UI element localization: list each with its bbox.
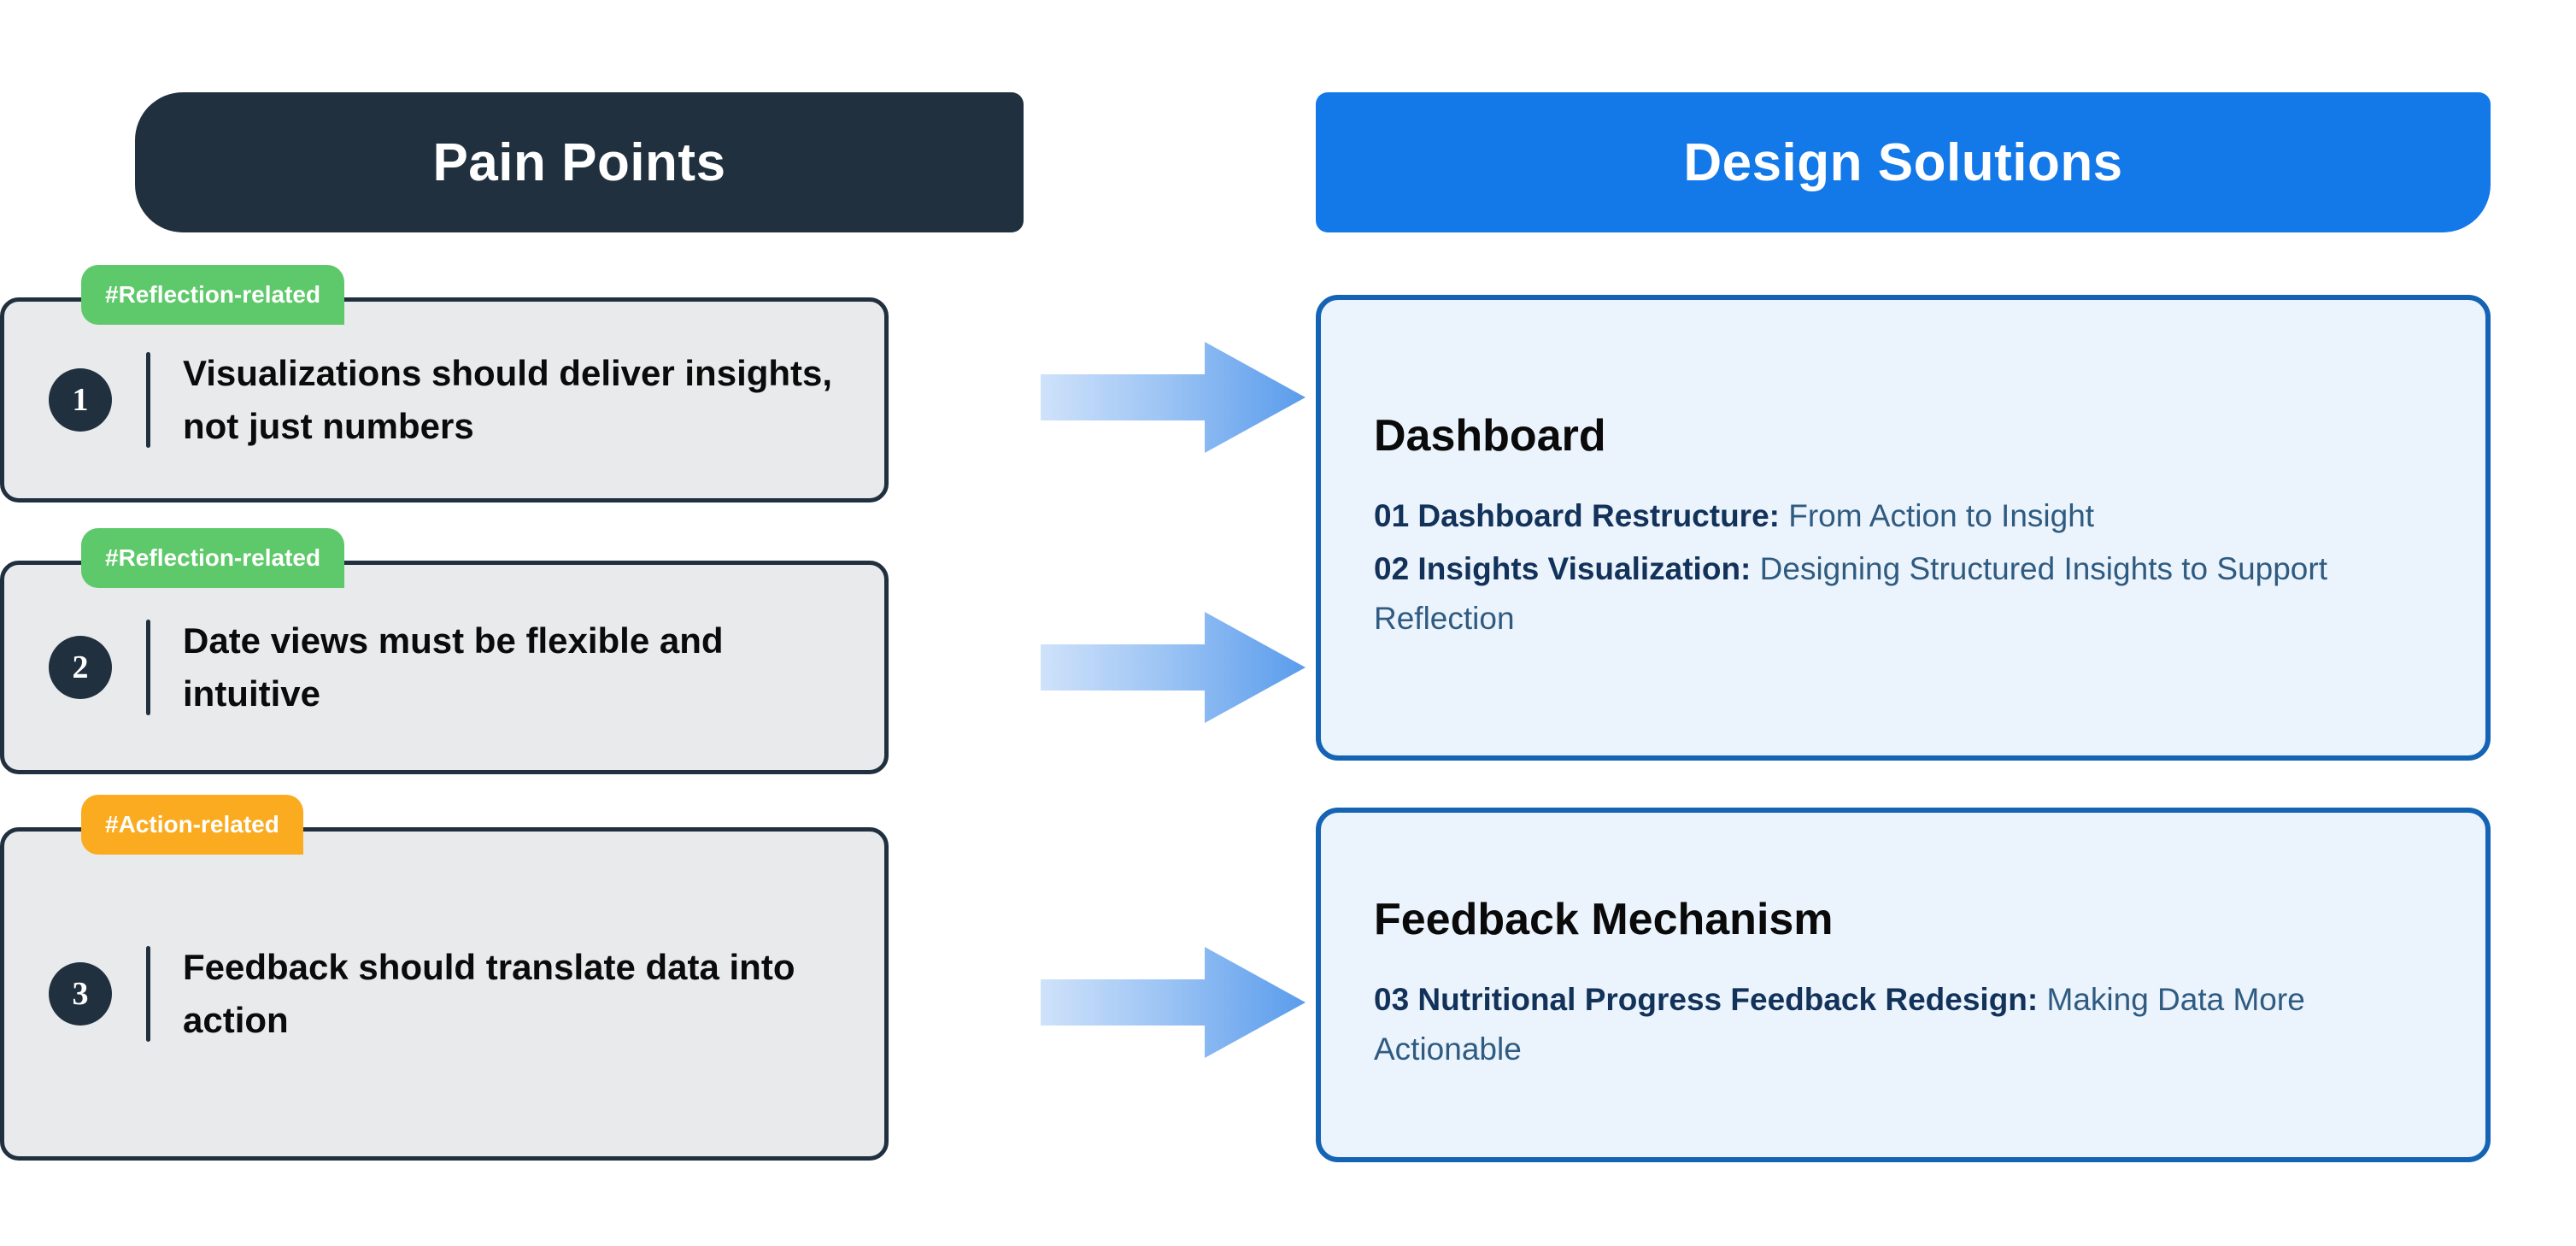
pain-point-text-2: Date views must be flexible and intuitiv… <box>183 620 724 714</box>
pain-point-text-1: Visualizations should deliver insights, … <box>183 352 833 446</box>
solution-item-02: 02 Insights Visualization: Designing Str… <box>1374 544 2432 643</box>
solution-title-dashboard: Dashboard <box>1374 410 1606 461</box>
pain-point-content-2: 2 Date views must be flexible and intuit… <box>4 614 841 720</box>
pain-point-number-3: 3 <box>72 976 89 1012</box>
tag-reflection-related-1: #Reflection-related <box>81 265 345 325</box>
pain-point-text-3: Feedback should translate data into acti… <box>183 946 795 1040</box>
solution-item-02-detail: Designing Structured Insights to Support… <box>1374 550 2327 636</box>
pain-points-header-label: Pain Points <box>432 132 726 192</box>
solution-item-02-label: 02 Insights Visualization: <box>1374 550 1752 586</box>
tag-label: #Reflection-related <box>105 281 321 308</box>
pain-point-number-badge-1: 1 <box>49 368 112 432</box>
solution-item-03-label: 03 Nutritional Progress Feedback Redesig… <box>1374 981 2039 1017</box>
pain-point-content-3: 3 Feedback should translate data into ac… <box>4 941 841 1047</box>
arrow-pain1-to-dashboard-icon <box>1041 342 1306 453</box>
pain-point-card-3[interactable]: 3 Feedback should translate data into ac… <box>0 827 889 1161</box>
pain-point-number-1: 1 <box>72 382 89 418</box>
solution-card-dashboard[interactable]: Dashboard 01 Dashboard Restructure: From… <box>1316 295 2491 761</box>
pain-point-content-1: 1 Visualizations should deliver insights… <box>4 347 841 453</box>
pain-point-card-1[interactable]: 1 Visualizations should deliver insights… <box>0 297 889 503</box>
pain-point-number-2: 2 <box>72 649 89 685</box>
solution-card-feedback-mechanism[interactable]: Feedback Mechanism 03 Nutritional Progre… <box>1316 808 2491 1162</box>
tag-label: #Reflection-related <box>105 544 321 571</box>
divider-icon <box>146 352 150 448</box>
solution-title-feedback-mechanism: Feedback Mechanism <box>1374 894 1834 944</box>
tag-action-related-3: #Action-related <box>81 795 303 855</box>
design-solutions-header: Design Solutions <box>1316 92 2491 232</box>
tag-label: #Action-related <box>105 811 279 838</box>
solution-item-01-label: 01 Dashboard Restructure: <box>1374 498 1780 534</box>
pain-points-header: Pain Points <box>135 92 1024 232</box>
arrow-pain2-to-dashboard-icon <box>1041 612 1306 723</box>
solution-item-01-detail: From Action to Insight <box>1779 498 2095 534</box>
solution-item-03-detail: Making Data More Actionable <box>1374 981 2305 1067</box>
pain-point-card-2[interactable]: 2 Date views must be flexible and intuit… <box>0 561 889 774</box>
pain-point-number-badge-2: 2 <box>49 636 112 699</box>
pain-point-number-badge-3: 3 <box>49 962 112 1026</box>
design-solutions-header-label: Design Solutions <box>1683 132 2123 192</box>
solution-item-01: 01 Dashboard Restructure: From Action to… <box>1374 491 2432 541</box>
divider-icon <box>146 946 150 1042</box>
arrow-pain3-to-feedback-icon <box>1041 947 1306 1058</box>
solution-item-03: 03 Nutritional Progress Feedback Redesig… <box>1374 975 2432 1073</box>
divider-icon <box>146 620 150 715</box>
tag-reflection-related-2: #Reflection-related <box>81 528 345 588</box>
